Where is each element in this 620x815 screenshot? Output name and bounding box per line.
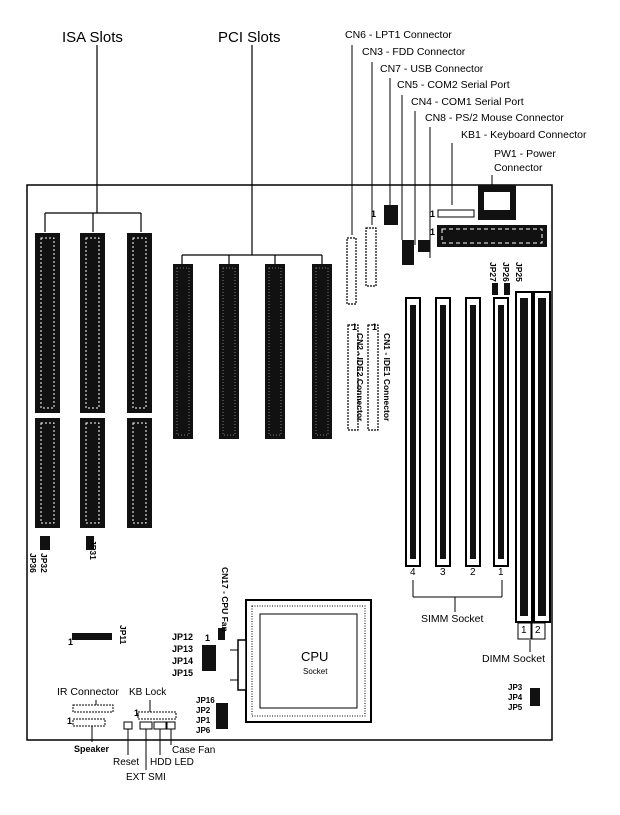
ir-connector-label: IR Connector — [57, 686, 119, 698]
jp5-label: JP5 — [508, 703, 523, 712]
jp12-label: JP12 — [172, 632, 194, 642]
jp16-block — [216, 703, 228, 729]
jp27-jumper — [504, 283, 510, 295]
pin1-marker: 1 — [352, 322, 358, 332]
isa-leader — [44, 45, 142, 232]
pin1-marker: 1 — [371, 209, 377, 219]
pin1-marker: 1 — [134, 708, 140, 718]
jp25-label: JP25 — [514, 262, 524, 282]
simm-number-4: 4 — [410, 567, 416, 578]
cpu-label: CPU — [301, 649, 329, 664]
jp11-label: JP11 — [118, 625, 128, 645]
pw1-label-1: PW1 - Power — [494, 148, 556, 160]
speaker-label: Speaker — [74, 744, 110, 754]
jp36-label: JP36 — [28, 553, 38, 573]
isa-slots-label: ISA Slots — [62, 29, 123, 46]
jp15-label: JP15 — [172, 668, 194, 678]
pci-slot-4 — [312, 264, 332, 439]
pin1-marker: 1 — [205, 633, 211, 643]
jp26-label: JP26 — [501, 262, 511, 282]
jp11-header — [72, 633, 112, 640]
dimm-socket-label: DIMM Socket — [482, 653, 546, 665]
jp25-jumper — [492, 283, 498, 295]
jp13-label: JP13 — [172, 644, 194, 654]
ir-header — [72, 704, 114, 713]
isa-slot-1 — [35, 233, 60, 528]
ide2-label: CN2 - IDE2 Connector — [355, 333, 365, 422]
jp31-label: JP31 — [88, 540, 98, 560]
pw1-label-2: Connector — [494, 162, 543, 174]
speaker-header — [72, 718, 106, 727]
pin1-marker: 1 — [68, 637, 74, 647]
dimm-number-1: 1 — [521, 625, 527, 636]
simm-socket-label: SIMM Socket — [421, 613, 484, 625]
reset-label: Reset — [113, 757, 140, 768]
ide2-connector — [347, 324, 359, 431]
cn3-header — [365, 227, 377, 287]
cn8-label: CN8 - PS/2 Mouse Connector — [425, 112, 564, 124]
simm-number-2: 2 — [470, 567, 476, 578]
jp32-label: JP32 — [39, 553, 49, 573]
ide1-connector — [367, 324, 379, 431]
jp14-label: JP14 — [172, 656, 194, 666]
simm-number-3: 3 — [440, 567, 446, 578]
kb-lock-label: KB Lock — [129, 687, 167, 698]
kb-lock-header — [137, 711, 177, 720]
kb1-label: KB1 - Keyboard Connector — [461, 129, 587, 141]
jp2-label: JP2 — [196, 706, 211, 715]
ide1-label: CN1 - IDE1 Connector — [382, 333, 392, 422]
cn8-header — [437, 209, 475, 218]
pci-slots-label: PCI Slots — [218, 29, 281, 46]
pci-slot-1 — [173, 264, 193, 439]
cn5-label: CN5 - COM2 Serial Port — [397, 79, 510, 91]
cn6-header — [346, 237, 357, 305]
jp1-label: JP1 — [196, 716, 211, 725]
reset-header — [123, 721, 133, 730]
jp4-label: JP4 — [508, 693, 523, 702]
pw1-connector — [437, 225, 547, 247]
simm-sockets — [405, 297, 509, 567]
jp6-label: JP6 — [196, 726, 211, 735]
cn4-label: CN4 - COM1 Serial Port — [411, 96, 524, 108]
ext-smi-header — [139, 721, 153, 730]
cn3-label: CN3 - FDD Connector — [362, 46, 466, 58]
pin1-marker: 1 — [67, 716, 73, 726]
simm-number-1: 1 — [498, 567, 504, 578]
hdd-led-header — [153, 721, 167, 730]
isa-slot-2 — [80, 233, 105, 528]
pci-leader — [181, 45, 323, 264]
pci-slot-3 — [265, 264, 285, 439]
cpu-fan-label: CN17 - CPU Fan — [220, 567, 230, 632]
jp32-jumper — [40, 536, 50, 550]
pci-slot-2 — [219, 264, 239, 439]
cpu-fan-connector — [218, 628, 225, 640]
cn5-header — [402, 240, 414, 265]
pin1-marker: 1 — [430, 209, 436, 219]
jp3-label: JP3 — [508, 683, 523, 692]
pin1-marker: 1 — [372, 322, 378, 332]
pin1-marker: 1 — [430, 227, 436, 237]
hdd-led-label: HDD LED — [150, 757, 194, 768]
jp12-15-block — [202, 645, 216, 671]
jp31-jumper — [86, 536, 94, 550]
cn6-label: CN6 - LPT1 Connector — [345, 29, 452, 41]
jp27-label: JP27 — [488, 262, 498, 282]
cpu-socket-label: Socket — [303, 667, 328, 676]
isa-slot-3 — [127, 233, 152, 528]
case-fan-header — [166, 721, 176, 730]
ext-smi-label: EXT SMI — [126, 772, 166, 783]
cn7-label: CN7 - USB Connector — [380, 63, 484, 75]
dimm-number-2: 2 — [535, 625, 541, 636]
case-fan-label: Case Fan — [172, 745, 216, 756]
cn7-header — [384, 205, 398, 225]
cpu-socket-shape — [230, 599, 372, 723]
dimm-sockets — [515, 291, 551, 623]
cn4-header — [418, 240, 430, 252]
jp3-5-block — [530, 688, 540, 706]
jp16-label: JP16 — [196, 696, 215, 705]
simm-leader — [412, 580, 503, 612]
connector-leaders — [351, 45, 493, 258]
